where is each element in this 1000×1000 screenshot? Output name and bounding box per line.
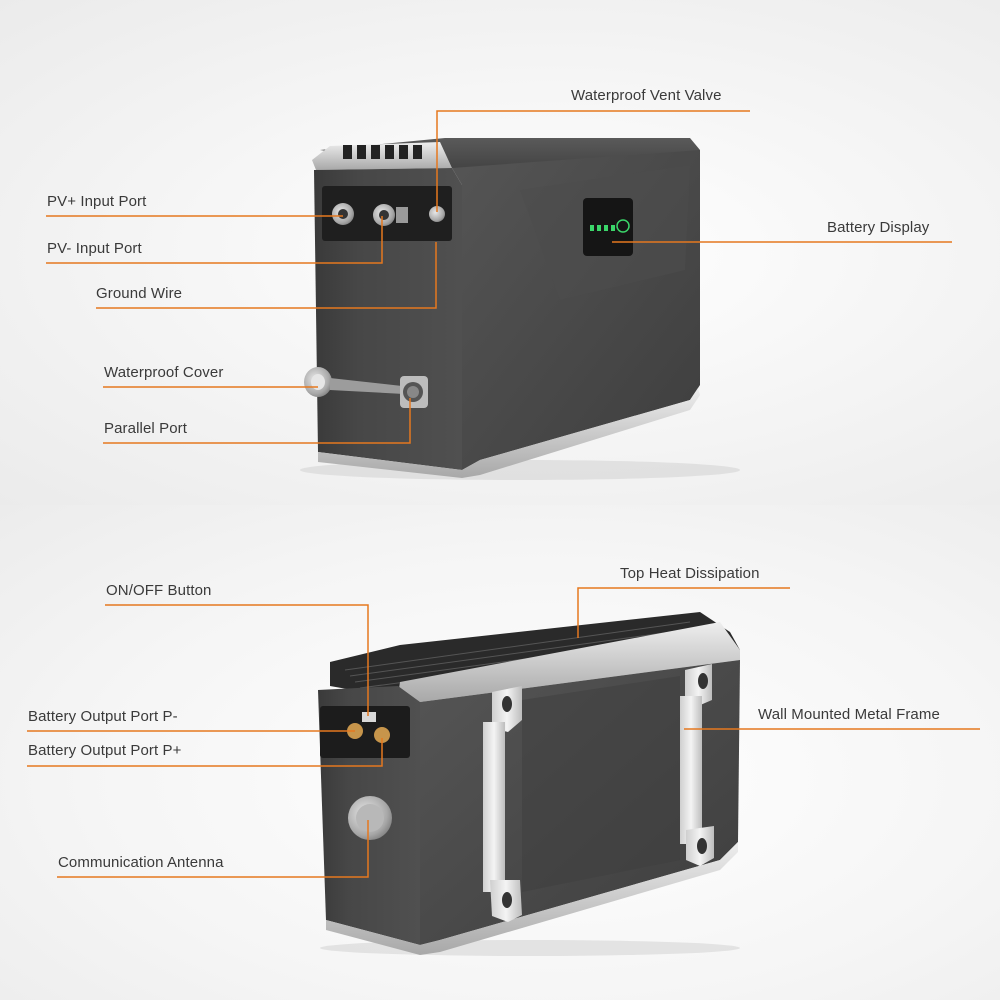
wifi-icon <box>616 219 630 233</box>
label-pv-minus-input-port: PV- Input Port <box>47 240 142 257</box>
leader-output-plus <box>27 738 383 767</box>
leader-pv-minus <box>46 216 383 264</box>
leader-ground-wire <box>96 242 437 309</box>
leader-heat-dissipation <box>577 587 790 638</box>
label-parallel-port: Parallel Port <box>104 420 188 437</box>
on-off-button-icon <box>362 712 376 722</box>
leader-parallel-port <box>103 398 411 444</box>
leader-on-off <box>105 604 369 716</box>
battery-unit-front <box>300 138 740 480</box>
label-waterproof-vent-valve: Waterproof Vent Valve <box>571 87 722 104</box>
label-communication-antenna: Communication Antenna <box>58 854 224 871</box>
leader-lines <box>27 110 980 878</box>
battery-unit-back <box>318 612 740 956</box>
battery-level-leds <box>590 225 615 231</box>
label-waterproof-cover: Waterproof Cover <box>104 364 224 381</box>
label-battery-output-port-p-minus: Battery Output Port P- <box>28 708 178 725</box>
label-on-off-button: ON/OFF Button <box>106 582 212 599</box>
label-top-heat-dissipation: Top Heat Dissipation <box>620 565 760 582</box>
label-pv-plus-input-port: PV+ Input Port <box>47 193 147 210</box>
leader-vent-valve <box>436 110 750 212</box>
wall-mount-frame <box>483 664 714 922</box>
label-ground-wire: Ground Wire <box>96 285 183 302</box>
vent-valve-icon <box>429 206 445 222</box>
leader-antenna <box>57 820 369 878</box>
label-battery-display: Battery Display <box>827 219 930 236</box>
label-wall-mounted-metal-frame: Wall Mounted Metal Frame <box>758 706 940 723</box>
output-port-plus-icon <box>374 727 390 743</box>
label-battery-output-port-p-plus: Battery Output Port P+ <box>28 742 182 759</box>
top-vents <box>343 145 422 159</box>
